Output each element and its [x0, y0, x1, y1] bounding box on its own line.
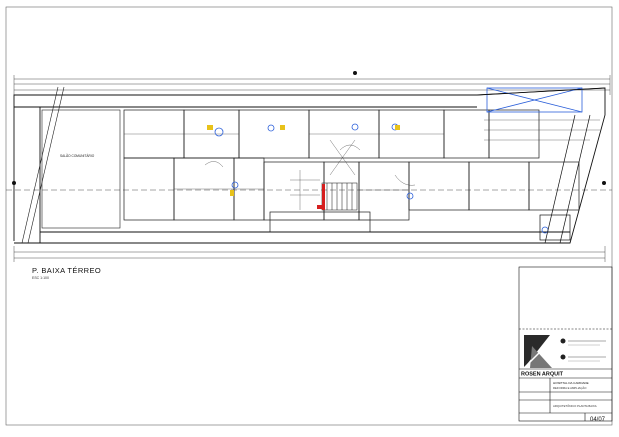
signature-blocks [560, 338, 606, 362]
sheet-border [5, 6, 613, 426]
title-block-logo [523, 335, 553, 369]
plan-title: P. BAIXA TÉRREO [32, 266, 102, 275]
grid-markers [12, 71, 606, 185]
title-block-drawing: ARQUITETÔNICO PLANTA BAIXA [553, 403, 597, 408]
sheet-number: 04/07 [590, 417, 606, 423]
rooms [123, 109, 580, 233]
bottom-dimension-lines [13, 246, 606, 262]
interior-detail [124, 119, 600, 221]
hall-diagonal [21, 86, 121, 244]
accent-blue-marks [214, 87, 583, 234]
plan-scale: ESC 1:100 [32, 276, 49, 280]
title-block-project: HOSPITAL DA CARIDADE [553, 381, 589, 385]
title-block-owner: REFORMA E AMPLIAÇÃO [553, 385, 587, 390]
title-block-frame [518, 266, 613, 422]
hall-label: SALÃO COMUNITÁRIO [60, 153, 95, 158]
right-wing [476, 87, 606, 244]
title-block-header: ROSEN ARQUIT [521, 372, 564, 378]
stair-block [321, 182, 358, 211]
accent-yellow-marks [207, 125, 400, 196]
top-dimension-lines [13, 75, 611, 95]
accent-red-marks [317, 184, 325, 210]
